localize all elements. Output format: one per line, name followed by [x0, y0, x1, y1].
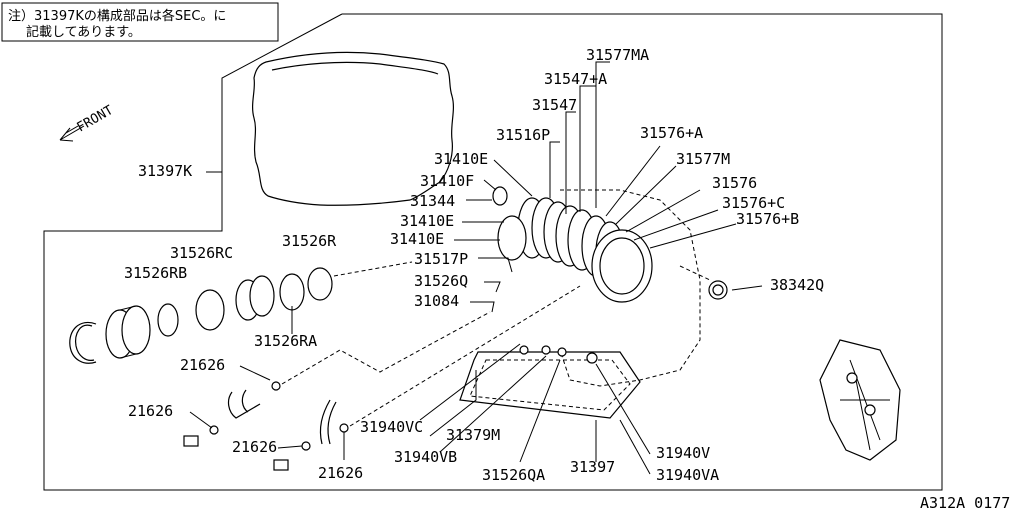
gasket-inner-edge — [271, 61, 439, 75]
oil-pipe-icon — [227, 389, 261, 419]
label-31526rc: 31526RC — [170, 244, 233, 262]
nut-icon — [541, 345, 551, 355]
label-31576b: 31576+B — [736, 210, 799, 228]
label-21626-1: 21626 — [180, 356, 225, 374]
oil-pipe-icon — [319, 399, 337, 445]
bolt-icon — [273, 459, 289, 471]
label-31517p: 31517P — [414, 250, 468, 268]
note-line-2: 記載してあります。 — [26, 24, 141, 40]
guide-line — [281, 311, 491, 385]
snap-ring-icon — [69, 321, 97, 364]
seal-icon — [586, 352, 598, 364]
label-31576a: 31576+A — [640, 124, 703, 142]
guide-line — [679, 265, 711, 281]
piston-31526rb-icon — [105, 305, 151, 359]
gasket-31397k-icon — [251, 51, 455, 206]
figure-code: A312A 0177 — [920, 494, 1010, 512]
front-arrow-icon: FRONT — [59, 103, 117, 142]
label-31577m: 31577M — [676, 150, 730, 168]
label-31577ma: 31577MA — [586, 46, 649, 64]
label-31397: 31397 — [570, 458, 615, 476]
label-31084: 31084 — [414, 292, 459, 310]
label-31410e-1: 31410E — [434, 150, 488, 168]
note-box: 注）31397Kの構成部品は各SEC。に 記載してあります。 — [1, 2, 279, 42]
transmission-case-outline — [559, 189, 701, 387]
label-31397k: 31397K — [138, 162, 192, 180]
leader-lines — [189, 61, 763, 475]
clutch-pack-icon — [497, 197, 653, 303]
label-31526rb: 31526RB — [124, 264, 187, 282]
label-31940va: 31940VA — [656, 466, 719, 484]
label-31516p: 31516P — [496, 126, 550, 144]
label-38342q: 38342Q — [770, 276, 824, 294]
nut-icon — [557, 347, 567, 357]
label-31410f: 31410F — [420, 172, 474, 190]
note-line-1: 注）31397Kの構成部品は各SEC。に — [8, 8, 226, 24]
seal-31526ra-icon — [279, 273, 305, 311]
guide-line — [349, 285, 581, 427]
label-31940v: 31940V — [656, 444, 710, 462]
guide-line — [333, 261, 413, 277]
o-ring-21626-icon — [339, 423, 349, 433]
label-31940vb: 31940VB — [394, 448, 457, 466]
seal-31526r-icon — [307, 267, 333, 301]
case-cover-boss — [864, 404, 876, 416]
label-31576c: 31576+C — [722, 194, 785, 212]
label-31940vc: 31940VC — [360, 418, 423, 436]
seal-31526rb-icon — [157, 303, 179, 337]
snap-ring-inner — [75, 324, 95, 361]
case-cover-icon — [819, 339, 901, 461]
case-cover-ribs — [840, 359, 890, 451]
label-31410e-2: 31410E — [400, 212, 454, 230]
seal-38342q-inner — [712, 284, 724, 296]
front-label: FRONT — [75, 103, 117, 136]
seal-38342q-icon — [708, 280, 728, 300]
label-21626-4: 21626 — [318, 464, 363, 482]
label-31344: 31344 — [410, 192, 455, 210]
washer-icon — [519, 345, 529, 355]
bolt-icon — [183, 435, 199, 447]
label-31379m: 31379M — [446, 426, 500, 444]
label-31410e-3: 31410E — [390, 230, 444, 248]
o-ring-21626-icon — [271, 381, 281, 391]
label-31526q: 31526Q — [414, 272, 468, 290]
oil-pan-31397-icon — [459, 351, 641, 419]
label-31526qa: 31526QA — [482, 466, 545, 484]
label-31576: 31576 — [712, 174, 757, 192]
case-cover-boss — [846, 372, 858, 384]
seal-31526rc-icon — [195, 289, 225, 331]
kit-boundary — [43, 13, 943, 491]
label-21626-3: 21626 — [232, 438, 277, 456]
o-ring-21626-icon — [301, 441, 311, 451]
label-31547a: 31547+A — [544, 70, 607, 88]
seal-ring-31410f-icon — [492, 186, 508, 206]
piston-31526ra-icon — [235, 275, 275, 321]
label-31526r: 31526R — [282, 232, 337, 250]
label-31526ra: 31526RA — [254, 332, 317, 350]
label-31547: 31547 — [532, 96, 577, 114]
label-21626-2: 21626 — [128, 402, 173, 420]
